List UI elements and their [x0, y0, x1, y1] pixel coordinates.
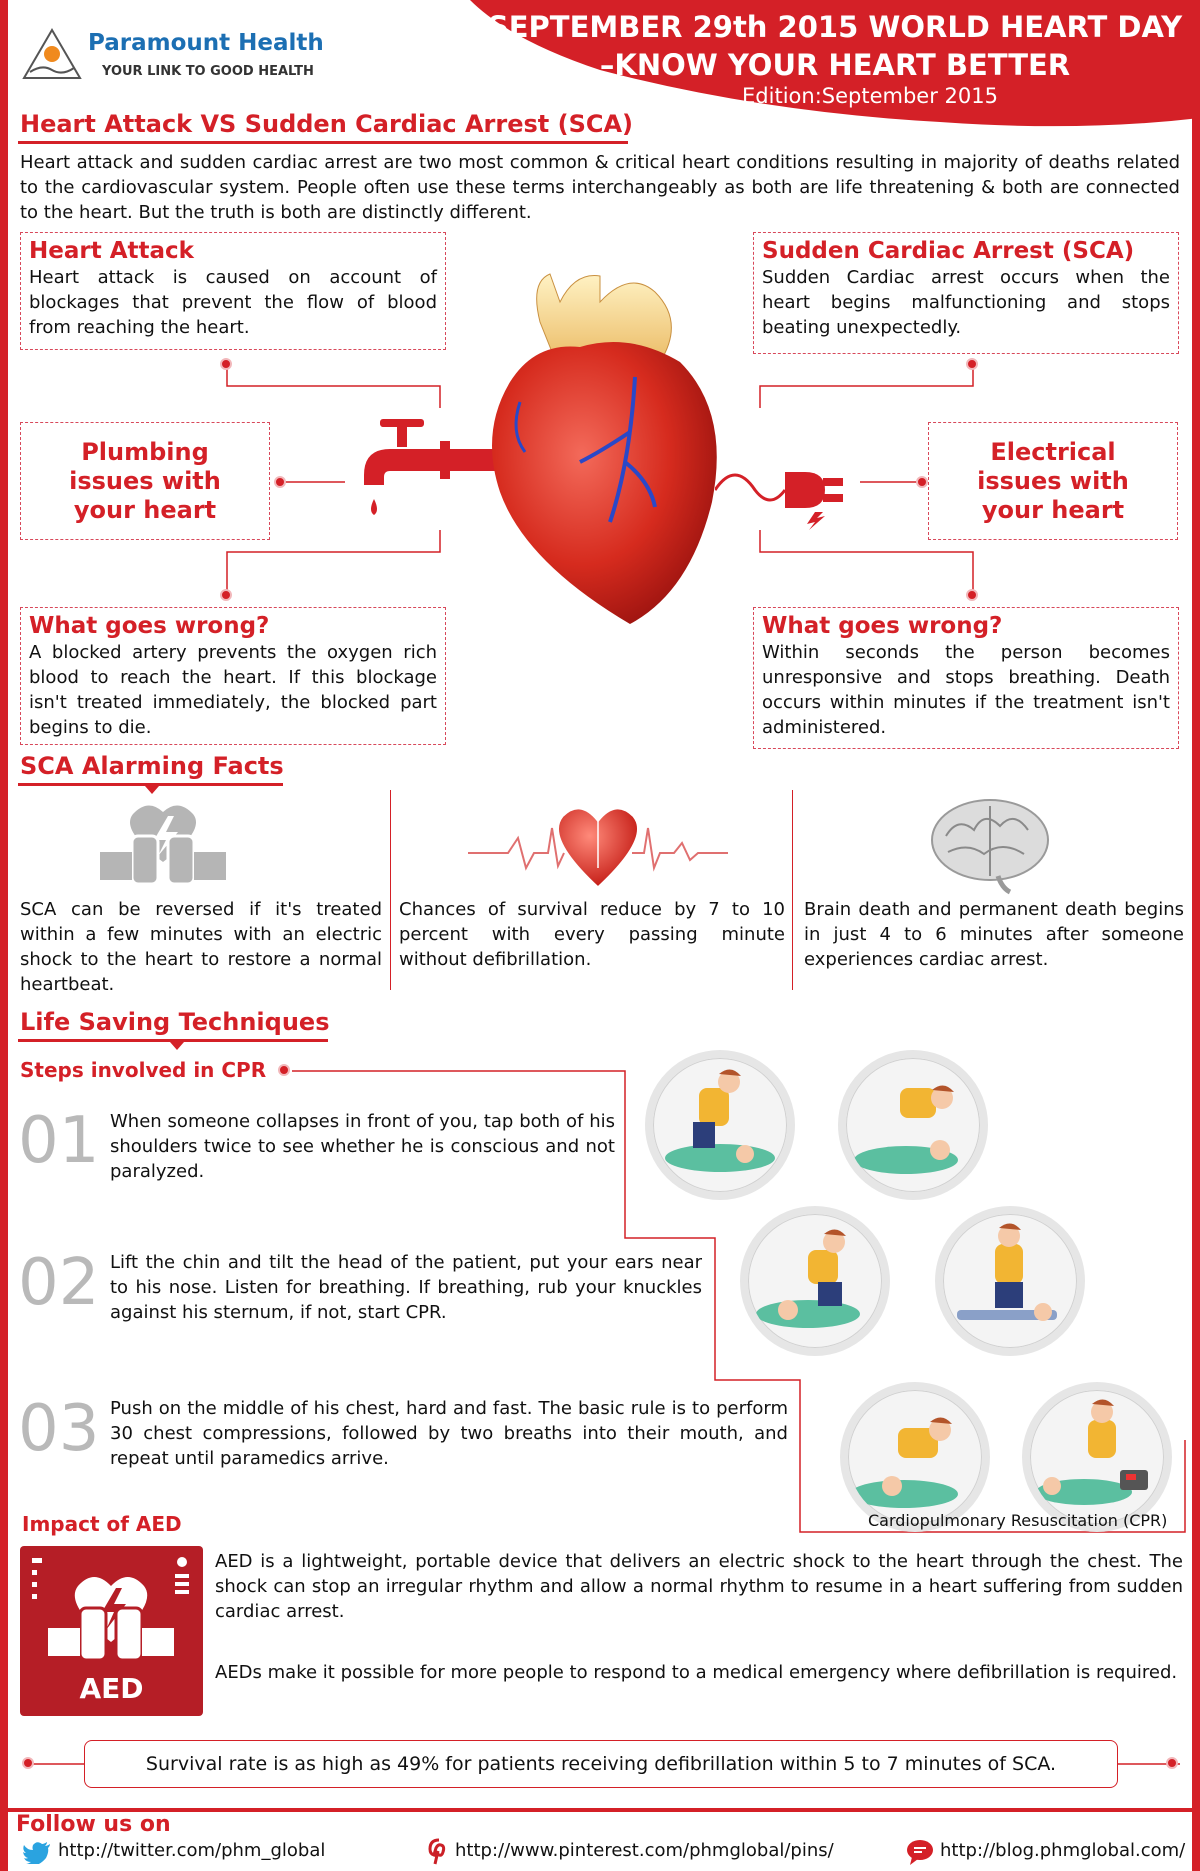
- plug-icon: [715, 472, 843, 530]
- cpr-step-illustration: [935, 1206, 1085, 1356]
- aed-text-1: AED is a lightweight, portable device th…: [215, 1551, 1183, 1622]
- connector-dot: [1166, 1757, 1178, 1769]
- title-line-2: –KNOW YOUR HEART BETTER: [599, 48, 1071, 82]
- step-2-text: Lift the chin and tilt the head of the p…: [110, 1252, 702, 1323]
- plumbing-issues-box: Plumbing issues with your heart: [20, 422, 270, 540]
- aed-text-2: AEDs make it possible for more people to…: [215, 1662, 1178, 1683]
- cpr-caption: Cardiopulmonary Resuscitation (CPR): [868, 1511, 1168, 1530]
- comparison-title: Heart Attack VS Sudden Cardiac Arrest (S…: [20, 110, 634, 138]
- survival-banner: Survival rate is as high as 49% for pati…: [84, 1740, 1118, 1788]
- sca-wrong-text: Within seconds the person becomes unresp…: [762, 642, 1170, 738]
- cpr-steps-title: Steps involved in CPR: [20, 1058, 267, 1082]
- sca-wrong-title: What goes wrong?: [762, 613, 1003, 639]
- life-saving-title: Life Saving Techniques: [20, 1008, 330, 1036]
- comparison-intro: Heart attack and sudden cardiac arrest a…: [20, 152, 1180, 223]
- edition-label: Edition:September 2015: [742, 84, 998, 108]
- faucet-icon: [364, 419, 495, 515]
- twitter-icon: [22, 1842, 50, 1864]
- heartbeat-icon: [468, 806, 728, 891]
- pinterest-icon: [428, 1838, 446, 1865]
- connector-dot: [966, 358, 978, 370]
- blog-icon: [907, 1840, 933, 1865]
- brain-icon: [931, 799, 1049, 895]
- cpr-step-illustration: [838, 1050, 988, 1200]
- logo[interactable]: Paramount Health YOUR LINK TO GOOD HEALT…: [22, 26, 324, 88]
- header-band: [470, 0, 1200, 127]
- comparison-underline: [18, 141, 628, 144]
- footer-divider: [0, 1808, 1200, 1812]
- fact-separator: [390, 790, 391, 990]
- facts-underline: [18, 783, 283, 786]
- electrical-issues-box: Electrical issues with your heart: [928, 422, 1178, 540]
- step-3-text: Push on the middle of his chest, hard an…: [110, 1398, 788, 1469]
- page-title: SEPTEMBER 29th 2015 WORLD HEART DAY –KNO…: [480, 8, 1190, 84]
- heart-attack-wrong-title: What goes wrong?: [29, 613, 270, 639]
- step-1-text: When someone collapses in front of you, …: [110, 1111, 615, 1182]
- facts-pointer: [145, 786, 159, 794]
- cpr-step-illustration: [740, 1206, 890, 1356]
- heart-illustration: [492, 273, 717, 624]
- heart-attack-wrong-text: A blocked artery prevents the oxygen ric…: [29, 642, 437, 738]
- sca-wrong-box: What goes wrong? Within seconds the pers…: [753, 607, 1179, 749]
- step-2-number: 02: [18, 1246, 100, 1320]
- connector-dot: [220, 358, 232, 370]
- connector-dot: [220, 589, 232, 601]
- cpr-step-illustration: [1022, 1382, 1172, 1532]
- pinterest-link[interactable]: http://www.pinterest.com/phmglobal/pins/: [455, 1840, 834, 1861]
- aed-device-icon: AED: [20, 1546, 203, 1716]
- aed-title: Impact of AED: [22, 1512, 182, 1536]
- sca-text: Sudden Cardiac arrest occurs when the he…: [762, 267, 1170, 338]
- twitter-link[interactable]: http://twitter.com/phm_global: [58, 1840, 326, 1861]
- fact-2-text: Chances of survival reduce by 7 to 10 pe…: [399, 899, 785, 970]
- fact-separator: [792, 790, 793, 990]
- connector-dot: [916, 476, 928, 488]
- cpr-step-illustration: [840, 1382, 990, 1532]
- cpr-connector-line: [292, 1070, 1186, 1533]
- heart-connectors: [226, 364, 974, 595]
- follow-us-title: Follow us on: [16, 1812, 171, 1837]
- heart-attack-box: Heart Attack Heart attack is caused on a…: [20, 232, 446, 350]
- plumbing-issues-label: Plumbing issues with your heart: [69, 437, 221, 524]
- sca-title: Sudden Cardiac Arrest (SCA): [762, 238, 1135, 264]
- connector-dot: [22, 1757, 34, 1769]
- heart-attack-text: Heart attack is caused on account of blo…: [29, 267, 437, 338]
- connector-dot: [966, 589, 978, 601]
- logo-tagline: YOUR LINK TO GOOD HEALTH: [102, 64, 314, 79]
- connector-dot: [274, 476, 286, 488]
- cpr-step-illustration: [645, 1050, 795, 1200]
- fact-1-text: SCA can be reversed if it's treated with…: [20, 899, 382, 995]
- aed-label: AED: [79, 1672, 144, 1705]
- heart-attack-title: Heart Attack: [29, 238, 194, 264]
- connector-dot: [278, 1064, 290, 1076]
- fact-3-text: Brain death and permanent death begins i…: [804, 899, 1184, 970]
- facts-title: SCA Alarming Facts: [20, 752, 284, 780]
- sca-box: Sudden Cardiac Arrest (SCA) Sudden Cardi…: [753, 232, 1179, 354]
- defibrillator-icon: [100, 805, 226, 886]
- life-saving-pointer: [170, 1042, 184, 1050]
- logo-name: Paramount Health: [88, 30, 324, 56]
- life-saving-underline: [18, 1039, 328, 1042]
- logo-mountain-icon: [22, 28, 82, 79]
- heart-attack-wrong-box: What goes wrong? A blocked artery preven…: [20, 607, 446, 745]
- title-line-1: SEPTEMBER 29th 2015 WORLD HEART DAY: [487, 10, 1183, 44]
- step-1-number: 01: [18, 1104, 100, 1178]
- step-3-number: 03: [18, 1392, 100, 1466]
- blog-link[interactable]: http://blog.phmglobal.com/: [940, 1840, 1186, 1861]
- electrical-issues-label: Electrical issues with your heart: [977, 437, 1129, 524]
